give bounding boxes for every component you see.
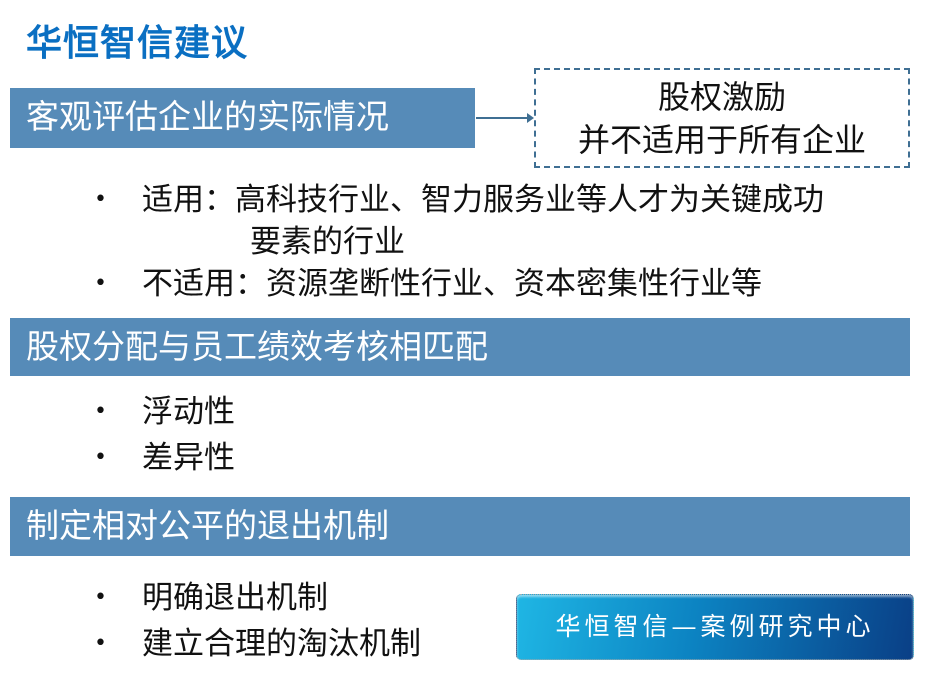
arrow-connector [476, 113, 534, 123]
section-heading-2: 股权分配与员工绩效考核相匹配 [10, 318, 910, 376]
bullet-icon: • [94, 271, 107, 296]
bullet-item: •明确退出机制 [94, 576, 328, 620]
bullet-item: •建立合理的淘汰机制 [94, 622, 421, 666]
bullet-icon: • [94, 631, 107, 656]
section-heading-3: 制定相对公平的退出机制 [10, 497, 910, 556]
callout-box: 股权激励 并不适用于所有企业 [534, 68, 910, 168]
bullet-item: •不适用：资源垄断性行业、资本密集性行业等 [94, 262, 762, 306]
bullet-item: •适用：高科技行业、智力服务业等人才为关键成功 [94, 178, 824, 222]
bullet-item: •浮动性 [94, 390, 235, 434]
brand-badge: 华恒智信—案例研究中心 [516, 594, 914, 660]
bullet-icon: • [94, 187, 107, 212]
callout-line-1: 股权激励 [657, 78, 786, 116]
bullet-icon: • [94, 445, 107, 470]
bullet-icon: • [94, 585, 107, 610]
callout-line-2: 并不适用于所有企业 [577, 121, 866, 159]
slide-title: 华恒智信建议 [26, 23, 249, 64]
bullet-item: •差异性 [94, 436, 235, 480]
bullet-icon: • [94, 399, 107, 424]
bullet-continuation: 要素的行业 [250, 224, 405, 260]
section-heading-1: 客观评估企业的实际情况 [10, 88, 475, 148]
